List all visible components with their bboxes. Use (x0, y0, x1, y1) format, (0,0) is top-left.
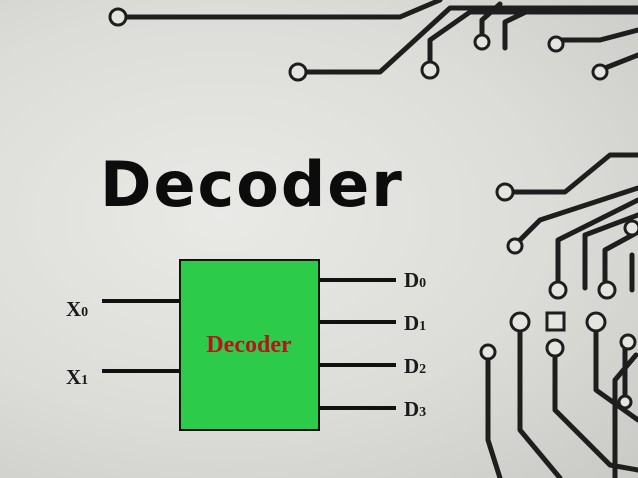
output-letter-d2: D (404, 354, 419, 378)
output-label-d3: D3 (404, 397, 426, 421)
decoder-block (179, 259, 320, 431)
input-letter-x1: X (66, 365, 81, 389)
input-sub-x1: 1 (81, 373, 88, 388)
output-letter-d3: D (404, 397, 419, 421)
output-sub-d3: 3 (419, 405, 426, 420)
slide-title: Decoder (100, 148, 404, 221)
output-label-d2: D2 (404, 354, 426, 378)
decoder-block-label: Decoder (206, 332, 292, 358)
output-letter-d0: D (404, 268, 419, 292)
input-label-x1: X1 (66, 365, 88, 389)
output-letter-d1: D (404, 311, 419, 335)
input-label-x0: X0 (66, 297, 88, 321)
input-sub-x0: 0 (81, 305, 88, 320)
input-letter-x0: X (66, 297, 81, 321)
output-sub-d0: 0 (419, 276, 426, 291)
output-sub-d2: 2 (419, 362, 426, 377)
output-label-d1: D1 (404, 311, 426, 335)
output-sub-d1: 1 (419, 319, 426, 334)
output-label-d0: D0 (404, 268, 426, 292)
